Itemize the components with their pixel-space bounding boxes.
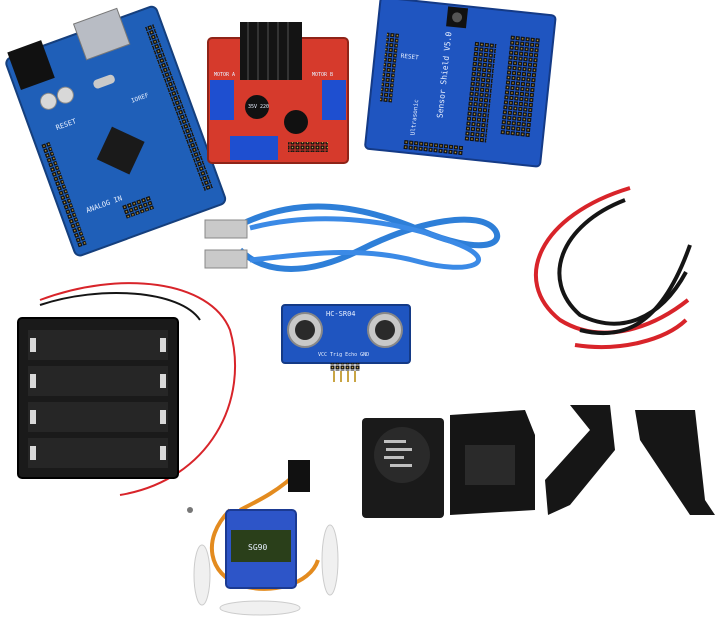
jumper-wires [533,186,692,349]
servo-connector [288,460,310,492]
usb-a-plug-1 [204,219,248,239]
usb-b-port [72,7,131,61]
sensor-label: HC-SR04 [326,310,356,318]
sensor-shield-v5: Sensor Shield V5.0 RESET Ultrasonic [364,0,557,168]
heatsink [240,22,302,80]
terminal-power [230,136,278,160]
servo-mount-plate [362,418,444,518]
silk-shield-ultrasonic: Ultrasonic [409,99,420,136]
usb-a-plug-2 [204,249,248,269]
analog-header [40,141,87,248]
terminal-motor-b [322,80,346,120]
pan-tilt-arm-2 [635,410,715,515]
usb-cable [204,203,500,272]
servo-horn-2 [321,524,339,596]
servo-label: SG90 [248,543,267,552]
sg90-servo: SG90 [187,460,339,616]
microcontroller-chip [96,126,145,175]
servo-bracket [450,410,535,515]
terminal-motor-a [210,80,234,120]
hc-sr04-ultrasonic-sensor: HC-SR04 VCC Trig Echo GND [281,304,411,382]
silk-shield-reset: RESET [400,53,419,62]
dc-power-jack [7,40,55,91]
servo-horn-1 [193,544,211,606]
silk-motor-a: MOTOR A [214,72,235,78]
pan-tilt-arm-1 [545,405,615,515]
sensor-pin-labels: VCC Trig Echo GND [318,352,369,358]
screw [187,507,193,513]
arduino-uno-board: ANALOG IN RESET IOREF [5,5,227,257]
battery-holder-4xaa [17,282,236,496]
digital-header [144,23,214,192]
capacitor-label: 35V 220 [248,104,269,110]
l298n-motor-driver: 35V 220 MOTOR A MOTOR B [207,22,349,164]
silk-motor-b: MOTOR B [312,72,333,78]
servo-horn-3 [219,600,301,616]
